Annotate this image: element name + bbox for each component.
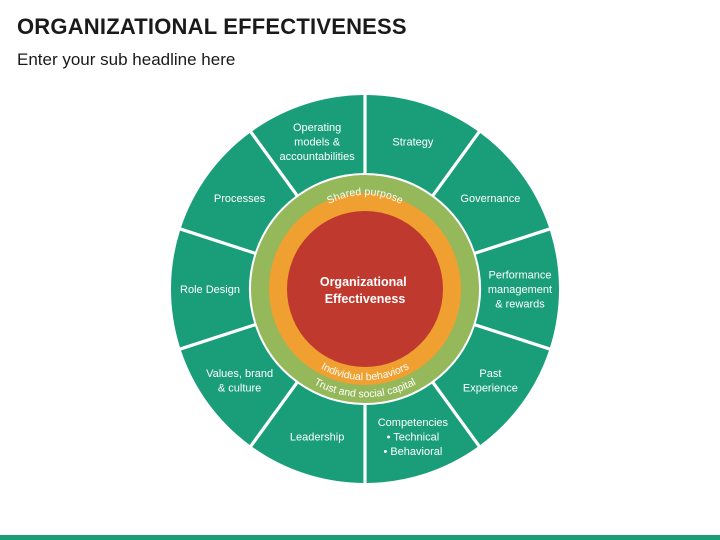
- segment-label-line: Operating: [293, 122, 341, 134]
- segment-governance: [434, 132, 550, 252]
- segment-label-line: Governance: [460, 193, 520, 205]
- page-title: ORGANIZATIONAL EFFECTIVENESS: [17, 14, 407, 39]
- segment-strategy: [366, 95, 478, 195]
- segment-label-role-design: Role Design: [180, 284, 240, 296]
- segment-label-line: Values, brand: [206, 368, 273, 380]
- segment-label-line: & culture: [218, 382, 261, 394]
- segment-label-operating-models: Operating models & accountabilities: [279, 122, 355, 163]
- center-label-line-1: Organizational: [320, 275, 407, 289]
- segment-values: [180, 326, 296, 446]
- segment-performance: [475, 230, 559, 348]
- center-label-line-2: Effectiveness: [325, 292, 406, 306]
- segment-label-performance: Performance management & rewards: [488, 270, 552, 311]
- segment-label-processes: Processes: [214, 193, 266, 205]
- segment-label-line: models &: [294, 137, 341, 149]
- bottom-accent-bar: [0, 535, 720, 540]
- segment-label-line: management: [488, 284, 552, 296]
- segment-past-experience: [434, 326, 550, 446]
- segment-label-line: Experience: [463, 382, 518, 394]
- segment-label-line: & rewards: [495, 299, 545, 311]
- segment-label-line: Strategy: [392, 137, 433, 149]
- page-subtitle: Enter your sub headline here: [17, 50, 236, 69]
- segment-leadership: [252, 383, 364, 483]
- segment-operating-models: [252, 95, 364, 195]
- segment-label-line: Past: [479, 368, 501, 380]
- segment-label-line: Competencies: [378, 417, 449, 429]
- segment-label-governance: Governance: [460, 193, 520, 205]
- segment-competencies: [366, 383, 478, 483]
- segment-label-line: Leadership: [290, 431, 344, 443]
- segment-processes: [180, 132, 296, 252]
- segment-label-line: • Behavioral: [383, 446, 442, 458]
- center-label: Organizational Effectiveness: [320, 275, 410, 306]
- segment-label-leadership: Leadership: [290, 431, 344, 443]
- segment-role-design: [170, 230, 255, 348]
- center-circle: [287, 211, 443, 367]
- segment-label-line: accountabilities: [279, 151, 355, 163]
- segment-label-line: Processes: [214, 193, 266, 205]
- segment-label-line: Performance: [489, 270, 552, 282]
- segment-label-line: Role Design: [180, 284, 240, 296]
- segment-label-strategy: Strategy: [392, 137, 433, 149]
- segment-label-competencies: Competencies • Technical • Behavioral: [378, 417, 449, 458]
- segment-label-line: • Technical: [387, 431, 440, 443]
- segment-label-values: Values, brand & culture: [206, 368, 273, 395]
